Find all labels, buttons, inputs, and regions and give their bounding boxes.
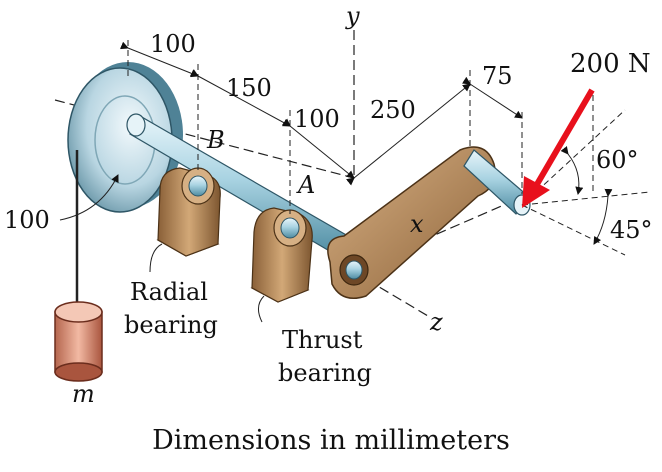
dim-150: 150 [226, 74, 272, 102]
mass-block [54, 301, 103, 382]
radial-bearing-label-1: Radial [130, 278, 208, 306]
axis-y-label: y [345, 2, 360, 30]
point-b-label: B [206, 126, 225, 154]
dimension-lines [59, 40, 523, 221]
angle-45-label: 45° [610, 216, 653, 244]
force-label: 200 N [570, 49, 651, 79]
pulley [67, 62, 183, 213]
radial-bearing-label-2: bearing [124, 311, 218, 339]
force-arrow [522, 88, 595, 208]
label-leaders [149, 243, 265, 323]
caption: Dimensions in millimeters [152, 425, 510, 456]
axis-x-label: x [410, 210, 424, 238]
dim-250: 250 [370, 96, 416, 124]
dim-100-top: 100 [150, 30, 196, 58]
radial-bearing [156, 167, 221, 257]
thrust-bearing-label-2: bearing [278, 359, 372, 387]
thrust-bearing [250, 207, 313, 303]
angle-60-label: 60° [596, 146, 639, 174]
dim-100-mid: 100 [294, 105, 340, 133]
rope-and-mass [54, 150, 103, 382]
mass-label: m [72, 380, 95, 408]
dim-75: 75 [482, 62, 513, 90]
point-a-label: A [296, 171, 315, 199]
angle-45-arc [593, 188, 613, 245]
axis-z-label: z [429, 308, 443, 336]
thrust-bearing-label-1: Thrust [282, 326, 363, 354]
angle-60-arc [560, 146, 584, 195]
dim-100-left: 100 [4, 206, 50, 234]
